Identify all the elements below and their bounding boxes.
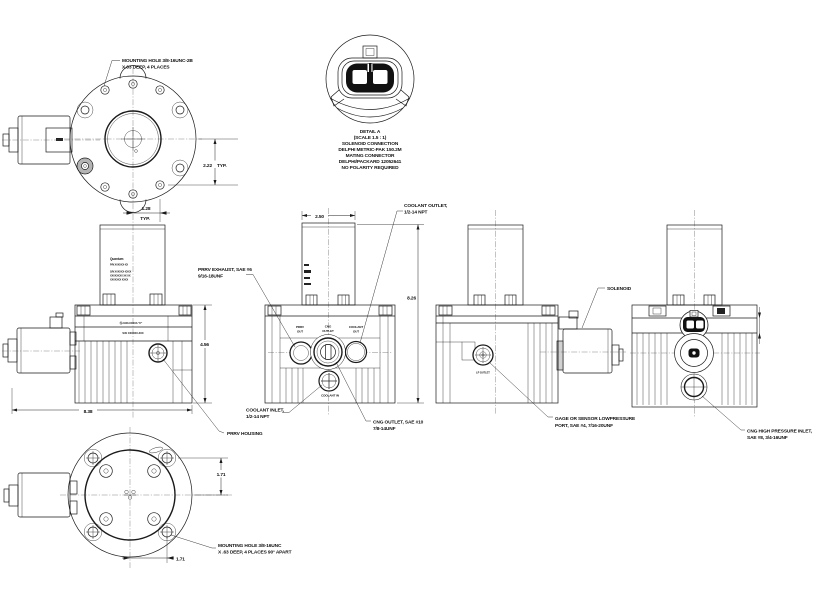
nameplate: Quantum P/N XXXXXX-XX S/N XXXXXX-XXXX XX… — [110, 257, 132, 282]
nameplate-line-5: XXXXXXX XXXX — [110, 279, 128, 282]
bottom-view: 1.71 1.71 MOUNTING HOLE 3/8-16UNC X .63 … — [3, 427, 292, 568]
detail-a-line-3: SOLENOID CONNECTION — [342, 141, 399, 147]
top-view: MOUNTING HOLE 3/8-16UNC-2B X.63 DEEP, 4 … — [2, 58, 238, 222]
detail-a-view: DETAIL A (SCALE 1.5 : 1) SOLENOID CONNEC… — [325, 34, 415, 171]
port-label-cng-1: CNG — [325, 325, 332, 329]
callout-coolant-outlet-2: 1/2-14 NPT — [404, 210, 428, 216]
solenoid-connector-rear — [679, 310, 709, 340]
prrv-port-top — [76, 157, 94, 175]
callout-prrv-exhaust-1: PRRV EXHAUST, SAE #6 — [198, 267, 252, 273]
callout-gage-port-1: GAGE OR SENSOR LOWPRESSURE — [555, 416, 636, 422]
callout-solenoid: SOLENOID — [607, 286, 632, 292]
side-right-fins — [527, 323, 553, 403]
front-fins — [285, 368, 375, 403]
callout-mounting-hole-bottom-2: X .63 DEEP, 4 PLACES 90° APART — [218, 550, 292, 556]
regulator-boss — [674, 333, 714, 373]
port-label-prrv-2: OUT — [297, 330, 303, 334]
dim-1-71-h: 1.71 — [176, 557, 185, 563]
port-label-coolant-2: OUT — [353, 330, 359, 334]
solenoid-top-view — [2, 115, 100, 165]
solenoid-side-view-right — [540, 310, 626, 374]
nameplate-line-1: Quantum — [110, 257, 124, 261]
body-fins — [78, 341, 192, 403]
callout-gage-port-2: PORT, SAE #4, 7/16-20UNF — [555, 423, 613, 429]
dim-2-22: 2.22 — [203, 163, 212, 169]
body-mark-1: Ⓝ-1100-XXXXA "C" — [120, 321, 143, 325]
bottom-screw-holes — [99, 464, 161, 526]
callout-coolant-outlet-1: COOLANT OUTLET, — [404, 203, 448, 209]
lp-outlet-port — [472, 344, 494, 366]
dim-2-50: 2.50 — [315, 214, 324, 220]
mounting-holes — [76, 79, 189, 199]
port-label-coolant-in: COOLANT IN — [321, 394, 339, 398]
detail-a-line-5: MATING CONNECTOR — [346, 153, 395, 159]
dim-8-26: 8.26 — [407, 296, 416, 302]
side-view-left: Quantum P/N XXXXXX-XX S/N XXXXXX-XXXX XX… — [2, 214, 263, 437]
callout-mounting-hole-top-1: MOUNTING HOLE 3/8-16UNC-2B — [122, 58, 193, 64]
bottom-center-detail — [124, 490, 136, 500]
nameplate-line-2: P/N XXXXXX-XX — [110, 264, 128, 267]
dim-1-28: 1.28 — [142, 206, 151, 212]
body-mark-2: S/N: XXXXXX-XXX — [122, 331, 143, 335]
detail-a-line-4: DELPHI METRIC-PAK 150.2M — [338, 147, 401, 153]
bottom-mounting-holes — [83, 449, 176, 542]
callout-mounting-hole-bottom-1: MOUNTING HOLE 3/8-16UNC — [218, 543, 282, 549]
canister-marks — [304, 264, 311, 285]
nameplate-line-4: XXXXXXXX XX-XX — [110, 275, 131, 278]
dim-1-71-v: 1.71 — [217, 472, 226, 478]
detail-a-text: DETAIL A (SCALE 1.5 : 1) SOLENOID CONNEC… — [338, 129, 401, 171]
rear-fins — [636, 333, 753, 405]
dim-2-22-typ: TYP. — [217, 163, 227, 169]
callout-prrv-exhaust-2: 9/16-18UNF — [198, 274, 223, 280]
front-view: 2.50 PRRV OUT CNG OUTLET COOLANT OUT — [198, 203, 448, 432]
detail-a-line-2: (SCALE 1.5 : 1) — [354, 135, 387, 141]
solenoid-side-view-left — [2, 312, 80, 374]
port-label-prrv-1: PRRV — [296, 325, 304, 329]
solenoid-bottom-view — [3, 472, 78, 518]
port-label-coolant-1: COOLANT — [349, 325, 364, 329]
dim-4-56: 4.56 — [200, 342, 209, 348]
port-label-cng-2: OUTLET — [322, 329, 334, 333]
callout-cng-outlet-1: CNG OUTLET, SAE #10 — [373, 420, 424, 426]
side-view-right: LP OUTLET SOLENOID GAGE OR SENSOR LOWPRE… — [435, 210, 636, 429]
cng-outlet-port — [310, 334, 346, 370]
cng-hp-inlet-port — [680, 373, 708, 401]
rear-view: CNG HIGH PRESSURE INLET, SAE #8, 3/4-16U… — [630, 210, 813, 441]
prrv-out-port — [289, 341, 313, 365]
detail-a-line-6: DELPHI/PACKARD 12052641 — [339, 159, 402, 165]
coolant-out-port — [344, 340, 368, 364]
callout-cng-hp-inlet-1: CNG HIGH PRESSURE INLET, — [747, 429, 813, 435]
nameplate-line-3: S/N XXXXXX-XXXX — [110, 271, 132, 274]
callout-cng-outlet-2: 7/8-14UNF — [373, 426, 396, 432]
detail-a-line-7: NO POLARITY REQUIRED — [342, 165, 400, 171]
dim-8-38: 8.38 — [84, 409, 93, 415]
dim-1-28-typ: TYP. — [140, 216, 150, 222]
callout-prrv-housing: PRRV HOUSING — [227, 431, 263, 437]
coolant-in-port — [318, 370, 340, 392]
prrv-housing-port — [148, 343, 168, 363]
callout-coolant-inlet-2: 1/2-14 NPT — [246, 414, 270, 420]
port-label-lp-outlet: LP OUTLET — [476, 371, 490, 375]
callout-mounting-hole-top-2: X.63 DEEP, 4 PLACES — [122, 65, 170, 71]
callout-cng-hp-inlet-2: SAE #8, 3/4-16UNF — [747, 435, 788, 441]
detail-a-line-1: DETAIL A — [360, 129, 381, 135]
callout-coolant-inlet-1: COOLANT INLET, — [246, 408, 285, 414]
